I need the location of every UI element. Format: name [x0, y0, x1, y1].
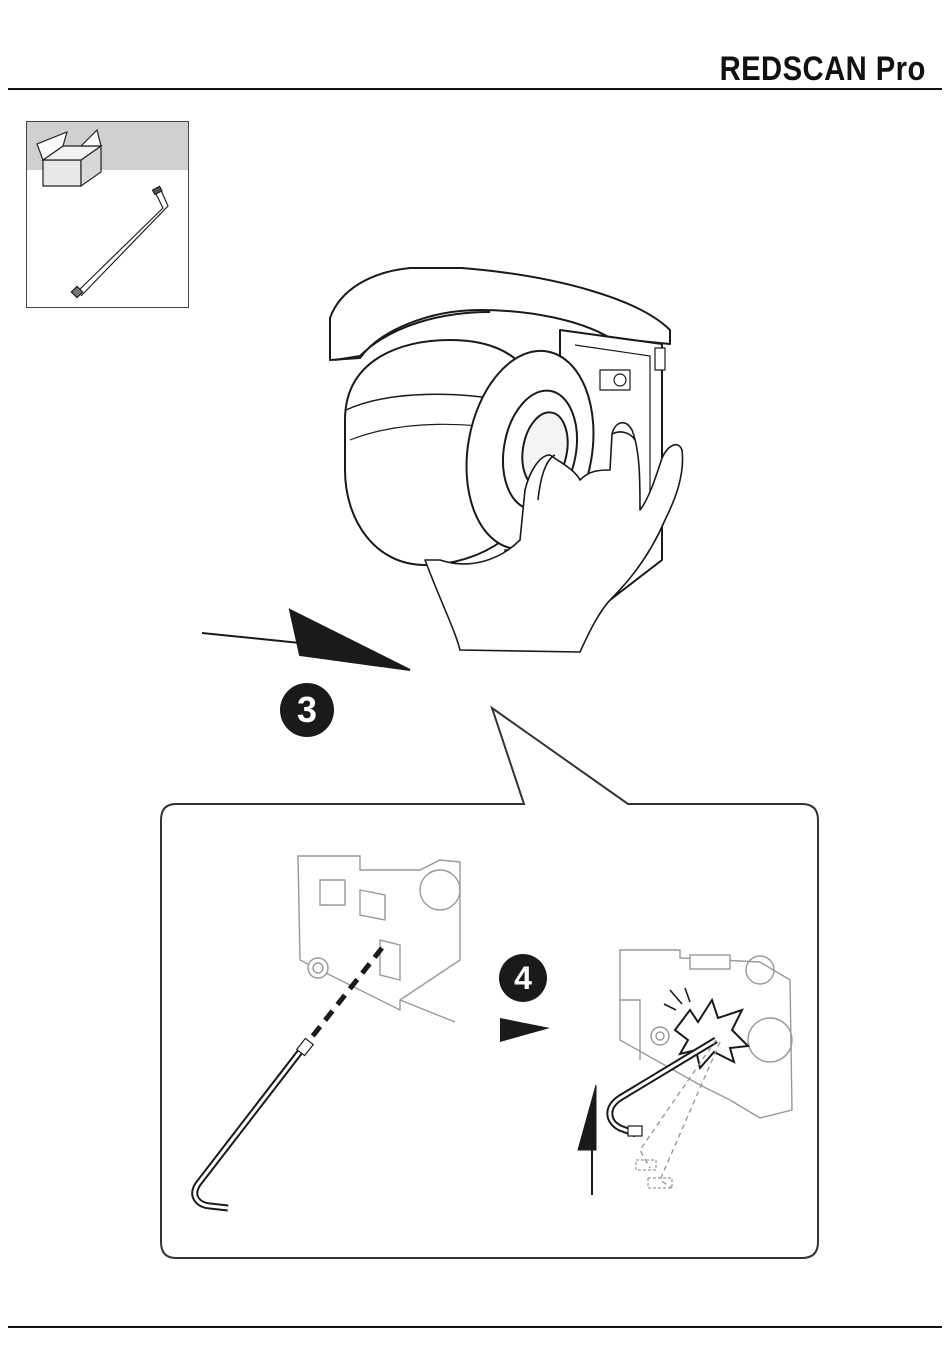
footer-rule — [8, 1326, 942, 1328]
step-3-arrow — [202, 610, 410, 670]
step-4-badge: 4 — [499, 954, 547, 1002]
step-3-badge: 3 — [280, 683, 334, 737]
